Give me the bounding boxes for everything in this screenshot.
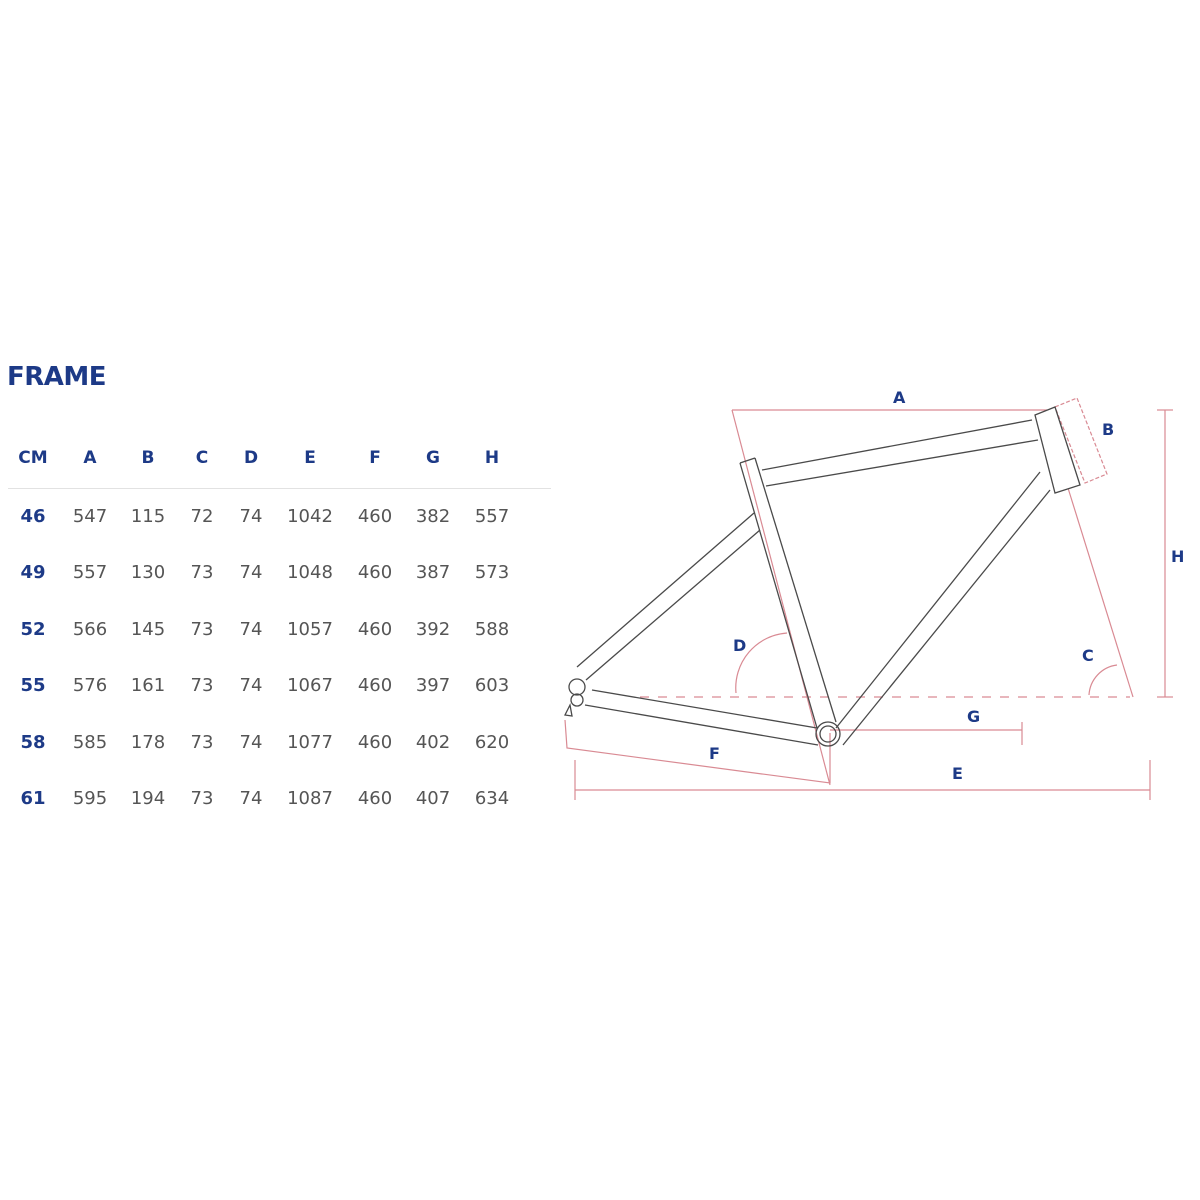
frame-title: FRAME — [7, 362, 107, 392]
table-cell: 402 — [415, 732, 451, 753]
table-cell: 382 — [415, 506, 451, 527]
table-cell: 74 — [239, 619, 263, 640]
table-cell: 1077 — [287, 732, 333, 753]
table-cell: 557 — [474, 506, 510, 527]
table-cell: 573 — [474, 562, 510, 583]
table-cell: 576 — [72, 675, 108, 696]
table-cell: 178 — [130, 732, 166, 753]
table-divider — [8, 488, 551, 489]
rear-dropout — [568, 678, 586, 696]
frame-size-cell: 61 — [20, 788, 46, 809]
table-cell: 588 — [474, 619, 510, 640]
column-header-f: F — [369, 448, 381, 468]
table-cell: 603 — [474, 675, 510, 696]
dimension-lines — [564, 397, 1173, 800]
frame-size-cell: 55 — [20, 675, 46, 696]
table-cell: 620 — [474, 732, 510, 753]
down-tube — [835, 471, 1041, 729]
table-cell: 566 — [72, 619, 108, 640]
table-cell: 161 — [130, 675, 166, 696]
head-tube-axis — [1067, 487, 1134, 698]
column-header-g: G — [426, 448, 440, 468]
table-cell: 460 — [357, 562, 393, 583]
label-a: A — [893, 388, 906, 407]
frame-size-cell: 49 — [20, 562, 46, 583]
table-cell: 460 — [357, 788, 393, 809]
table-cell: 460 — [357, 675, 393, 696]
head-tube — [1034, 406, 1081, 494]
table-cell: 595 — [72, 788, 108, 809]
table-cell: 72 — [190, 506, 214, 527]
table-cell: 73 — [190, 732, 214, 753]
seat-stay — [576, 512, 755, 668]
table-cell: 460 — [357, 619, 393, 640]
table-cell: 74 — [239, 675, 263, 696]
column-header-c: C — [195, 448, 209, 468]
table-cell: 74 — [239, 562, 263, 583]
table-cell: 1067 — [287, 675, 333, 696]
column-header-h: H — [484, 448, 500, 468]
table-cell: 634 — [474, 788, 510, 809]
column-header-b: B — [141, 448, 155, 468]
label-e: E — [952, 764, 963, 783]
seat-tube — [739, 462, 818, 729]
dim-b-box — [1054, 397, 1108, 484]
frame-size-cell: 52 — [20, 619, 46, 640]
chain-stay — [591, 689, 818, 729]
label-d: D — [733, 636, 746, 655]
table-cell: 557 — [72, 562, 108, 583]
table-cell: 73 — [190, 619, 214, 640]
table-cell: 585 — [72, 732, 108, 753]
table-cell: 145 — [130, 619, 166, 640]
table-cell: 397 — [415, 675, 451, 696]
label-f: F — [709, 744, 720, 763]
table-cell: 1042 — [287, 506, 333, 527]
label-b: B — [1102, 420, 1114, 439]
column-header-cm: CM — [18, 448, 48, 468]
frame-size-cell: 58 — [20, 732, 46, 753]
table-cell: 130 — [130, 562, 166, 583]
table-cell: 74 — [239, 506, 263, 527]
table-cell: 74 — [239, 788, 263, 809]
label-g: G — [967, 707, 980, 726]
frame-size-cell: 46 — [20, 506, 46, 527]
table-cell: 1057 — [287, 619, 333, 640]
table-cell: 1087 — [287, 788, 333, 809]
angle-d-arc — [735, 632, 788, 694]
table-cell: 73 — [190, 562, 214, 583]
label-h: H — [1171, 547, 1184, 566]
table-cell: 392 — [415, 619, 451, 640]
frame-tubes — [564, 406, 1081, 747]
table-cell: 74 — [239, 732, 263, 753]
table-cell: 115 — [130, 506, 166, 527]
bottom-bracket — [815, 721, 841, 747]
dim-f-line — [564, 719, 831, 784]
column-header-e: E — [304, 448, 316, 468]
table-cell: 407 — [415, 788, 451, 809]
table-cell: 460 — [357, 506, 393, 527]
top-tube — [761, 419, 1033, 471]
column-header-d: D — [243, 448, 259, 468]
table-cell: 194 — [130, 788, 166, 809]
table-cell: 387 — [415, 562, 451, 583]
table-cell: 547 — [72, 506, 108, 527]
column-header-a: A — [83, 448, 97, 468]
seat-tube-axis — [731, 409, 831, 786]
angle-c-arc — [1088, 664, 1118, 696]
label-c: C — [1082, 646, 1094, 665]
table-cell: 73 — [190, 788, 214, 809]
table-cell: 73 — [190, 675, 214, 696]
table-cell: 1048 — [287, 562, 333, 583]
table-cell: 460 — [357, 732, 393, 753]
